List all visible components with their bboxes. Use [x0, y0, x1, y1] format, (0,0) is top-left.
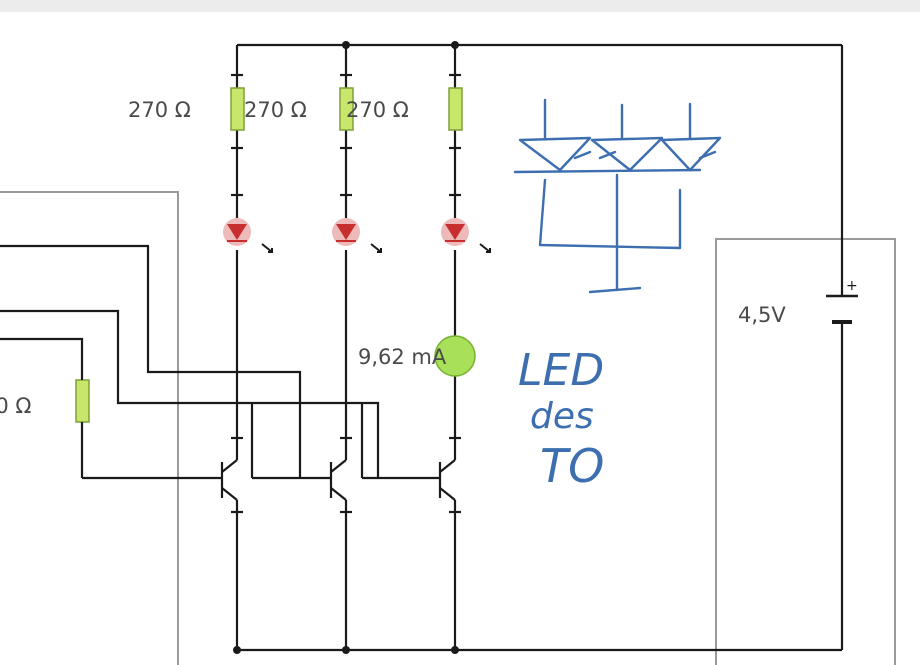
terminal-ticks [231, 73, 461, 514]
ammeter-reading: 9,62 mA [358, 345, 447, 369]
top-rail [237, 43, 844, 652]
base-wires [0, 244, 440, 480]
resistor-3-label: 270 Ω [346, 98, 409, 122]
battery-voltage: 4,5V [738, 303, 786, 327]
handwritten-note: LED des TO [518, 345, 604, 493]
left-panel-outline [0, 191, 179, 665]
led-3[interactable] [441, 218, 491, 253]
ammeter[interactable] [434, 335, 476, 377]
handwritten-sketch [513, 98, 722, 294]
resistor-base[interactable] [75, 379, 90, 423]
resistor-1-label: 270 Ω [128, 98, 191, 122]
branch-wires [235, 45, 457, 650]
resistor-base-label: 10 Ω [0, 394, 31, 418]
transistor-1[interactable] [220, 459, 238, 501]
junction-dots [233, 41, 459, 654]
resistor-1[interactable] [230, 87, 245, 131]
svg-text:+: + [846, 278, 858, 294]
battery[interactable]: + [826, 278, 858, 340]
handwritten-line-3: TO [540, 439, 604, 493]
handwritten-line-1: LED [518, 345, 604, 396]
led-1[interactable] [223, 218, 273, 253]
transistor-3[interactable] [438, 459, 456, 501]
handwritten-line-2: des [530, 396, 594, 437]
top-toolbar-strip [0, 0, 920, 12]
resistor-2[interactable] [339, 87, 354, 131]
transistor-2[interactable] [329, 459, 347, 501]
resistor-3[interactable] [448, 87, 463, 131]
led-2[interactable] [332, 218, 382, 253]
resistor-2-label: 270 Ω [244, 98, 307, 122]
battery-panel-outline [715, 238, 896, 665]
